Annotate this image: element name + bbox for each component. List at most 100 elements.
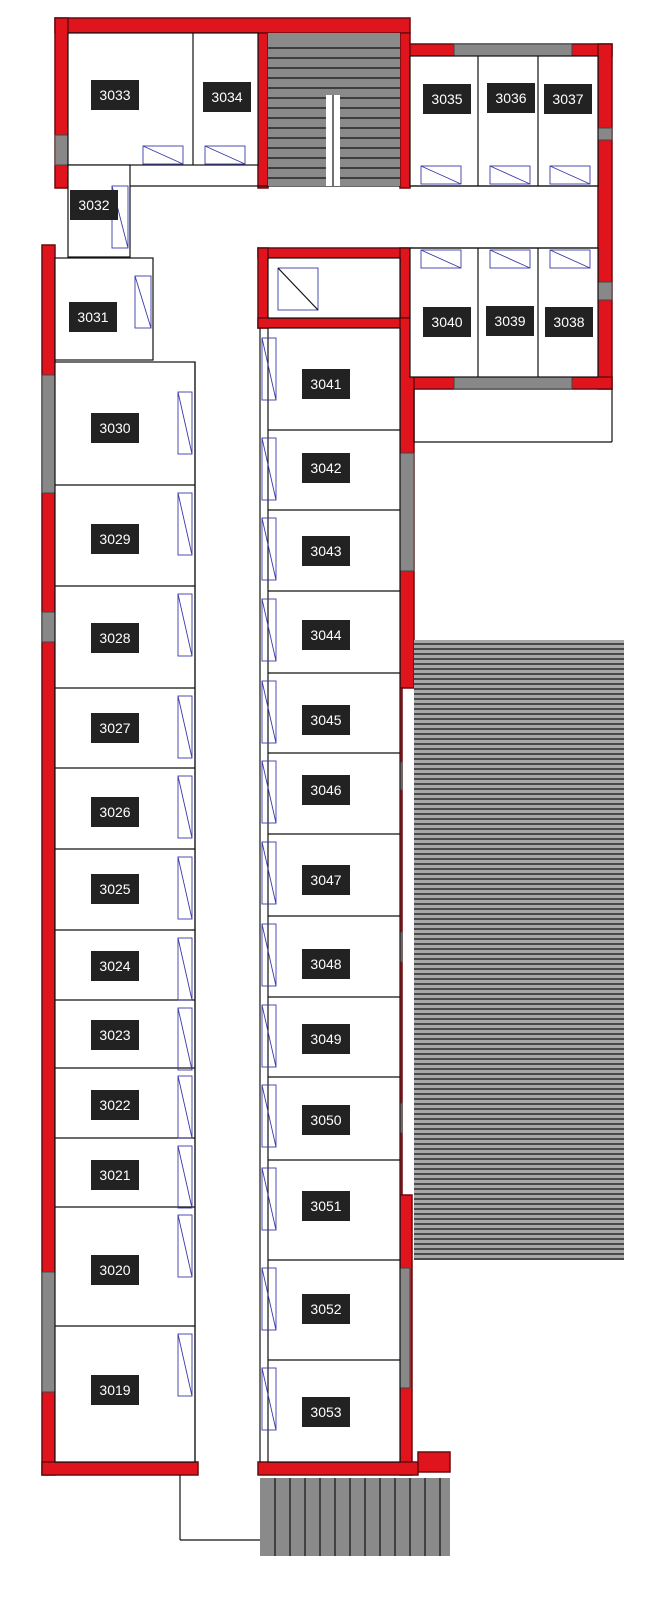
room-label-bg (302, 369, 350, 399)
room-number: 3026 (99, 804, 130, 820)
room-label-bg (91, 1255, 139, 1285)
door-north-6 (420, 249, 462, 269)
room-label-bg (91, 80, 139, 110)
room-label-3022: 3022 (91, 1090, 139, 1120)
door-west-6 (177, 856, 193, 920)
door-west-12-swing (177, 1333, 193, 1397)
stair-south (260, 1478, 450, 1556)
door-east-1-swing (261, 337, 277, 401)
door-north-4-swing (489, 165, 531, 185)
room-number: 3030 (99, 420, 130, 436)
room-label-bg (302, 536, 350, 566)
door-west-10 (177, 1145, 193, 1209)
elevator-room (267, 257, 401, 319)
door-west-3-swing (177, 593, 193, 657)
room-labels: 3019302030213022302330243025302630273028… (69, 80, 593, 1427)
room-label-3047: 3047 (302, 865, 350, 895)
room-label-bg (302, 949, 350, 979)
room-label-3030: 3030 (91, 413, 139, 443)
door-east-13-swing (261, 1367, 277, 1431)
door-east-11 (261, 1167, 277, 1231)
room-label-3024: 3024 (91, 951, 139, 981)
room-number: 3025 (99, 881, 130, 897)
elevator-north-wall (257, 247, 409, 259)
room-label-3035: 3035 (423, 84, 471, 114)
upper-east-rooms-area (409, 55, 599, 187)
room-number: 3024 (99, 958, 130, 974)
glazing-panel-7 (41, 1271, 56, 1393)
door-west-6-swing (177, 856, 193, 920)
room-label-3028: 3028 (91, 623, 139, 653)
room-number: 3048 (310, 956, 341, 972)
door-east-3 (261, 517, 277, 581)
room-label-bg (545, 307, 593, 337)
room-label-bg (91, 524, 139, 554)
room-label-3032: 3032 (70, 190, 118, 220)
door-west-9-swing (177, 1075, 193, 1139)
deck (414, 640, 624, 1260)
door-north-4 (489, 165, 531, 185)
room-number: 3052 (310, 1301, 341, 1317)
room-label-bg (302, 1105, 350, 1135)
door-west-7-swing (177, 937, 193, 1001)
room-label-bg (302, 1191, 350, 1221)
room-number: 3021 (99, 1167, 130, 1183)
room-label-bg (302, 865, 350, 895)
room-label-bg (302, 620, 350, 650)
room-label-bg (91, 1160, 139, 1190)
south-east-wall (257, 1461, 419, 1476)
south-east-corner-block (417, 1451, 451, 1473)
room-number: 3029 (99, 531, 130, 547)
room-number: 3036 (495, 90, 526, 106)
room-label-3029: 3029 (91, 524, 139, 554)
stair-east-wall (399, 32, 411, 189)
room-number: 3042 (310, 460, 341, 476)
room-label-3036: 3036 (487, 83, 535, 113)
door-east-10-swing (261, 1084, 277, 1148)
door-west-1-swing (177, 391, 193, 455)
room-label-3026: 3026 (91, 797, 139, 827)
room-number: 3020 (99, 1262, 130, 1278)
door-west-5 (177, 775, 193, 839)
glazing-panel-15 (597, 127, 613, 141)
room-label-3037: 3037 (544, 84, 592, 114)
elevator-cross (277, 267, 319, 311)
room-number: 3046 (310, 782, 341, 798)
door-north-8-swing (549, 249, 591, 269)
room-label-bg (91, 713, 139, 743)
door-east-9-swing (261, 1004, 277, 1068)
room-number: 3039 (494, 313, 525, 329)
room-label-3051: 3051 (302, 1191, 350, 1221)
room-number: 3050 (310, 1112, 341, 1128)
door-east-8-swing (261, 923, 277, 987)
elevator-west-wall (257, 247, 269, 329)
door-east-12-swing (261, 1267, 277, 1331)
room-label-bg (70, 190, 118, 220)
room-label-3041: 3041 (302, 369, 350, 399)
door-north-6-swing (420, 249, 462, 269)
room-label-bg (69, 302, 117, 332)
door-west-12 (177, 1333, 193, 1397)
door-north-2-swing (204, 145, 246, 165)
door-east-8 (261, 923, 277, 987)
room-label-3038: 3038 (545, 307, 593, 337)
door-east-9 (261, 1004, 277, 1068)
room-label-bg (91, 1020, 139, 1050)
door-north-5 (549, 165, 591, 185)
door-east-7 (261, 841, 277, 905)
room-number: 3028 (99, 630, 130, 646)
door-west-1 (177, 391, 193, 455)
east-block-north-wall (257, 317, 419, 329)
door-north-2 (204, 145, 246, 165)
door-east-13 (261, 1367, 277, 1431)
room-number: 3019 (99, 1382, 130, 1398)
room-label-bg (91, 951, 139, 981)
room-number: 3022 (99, 1097, 130, 1113)
door-west-8 (177, 1007, 193, 1071)
door-west-2 (177, 492, 193, 556)
room-number: 3044 (310, 627, 341, 643)
elevator-car (277, 267, 319, 311)
door-west-5-swing (177, 775, 193, 839)
glazing-panel-3 (41, 611, 56, 643)
room-label-bg (487, 83, 535, 113)
